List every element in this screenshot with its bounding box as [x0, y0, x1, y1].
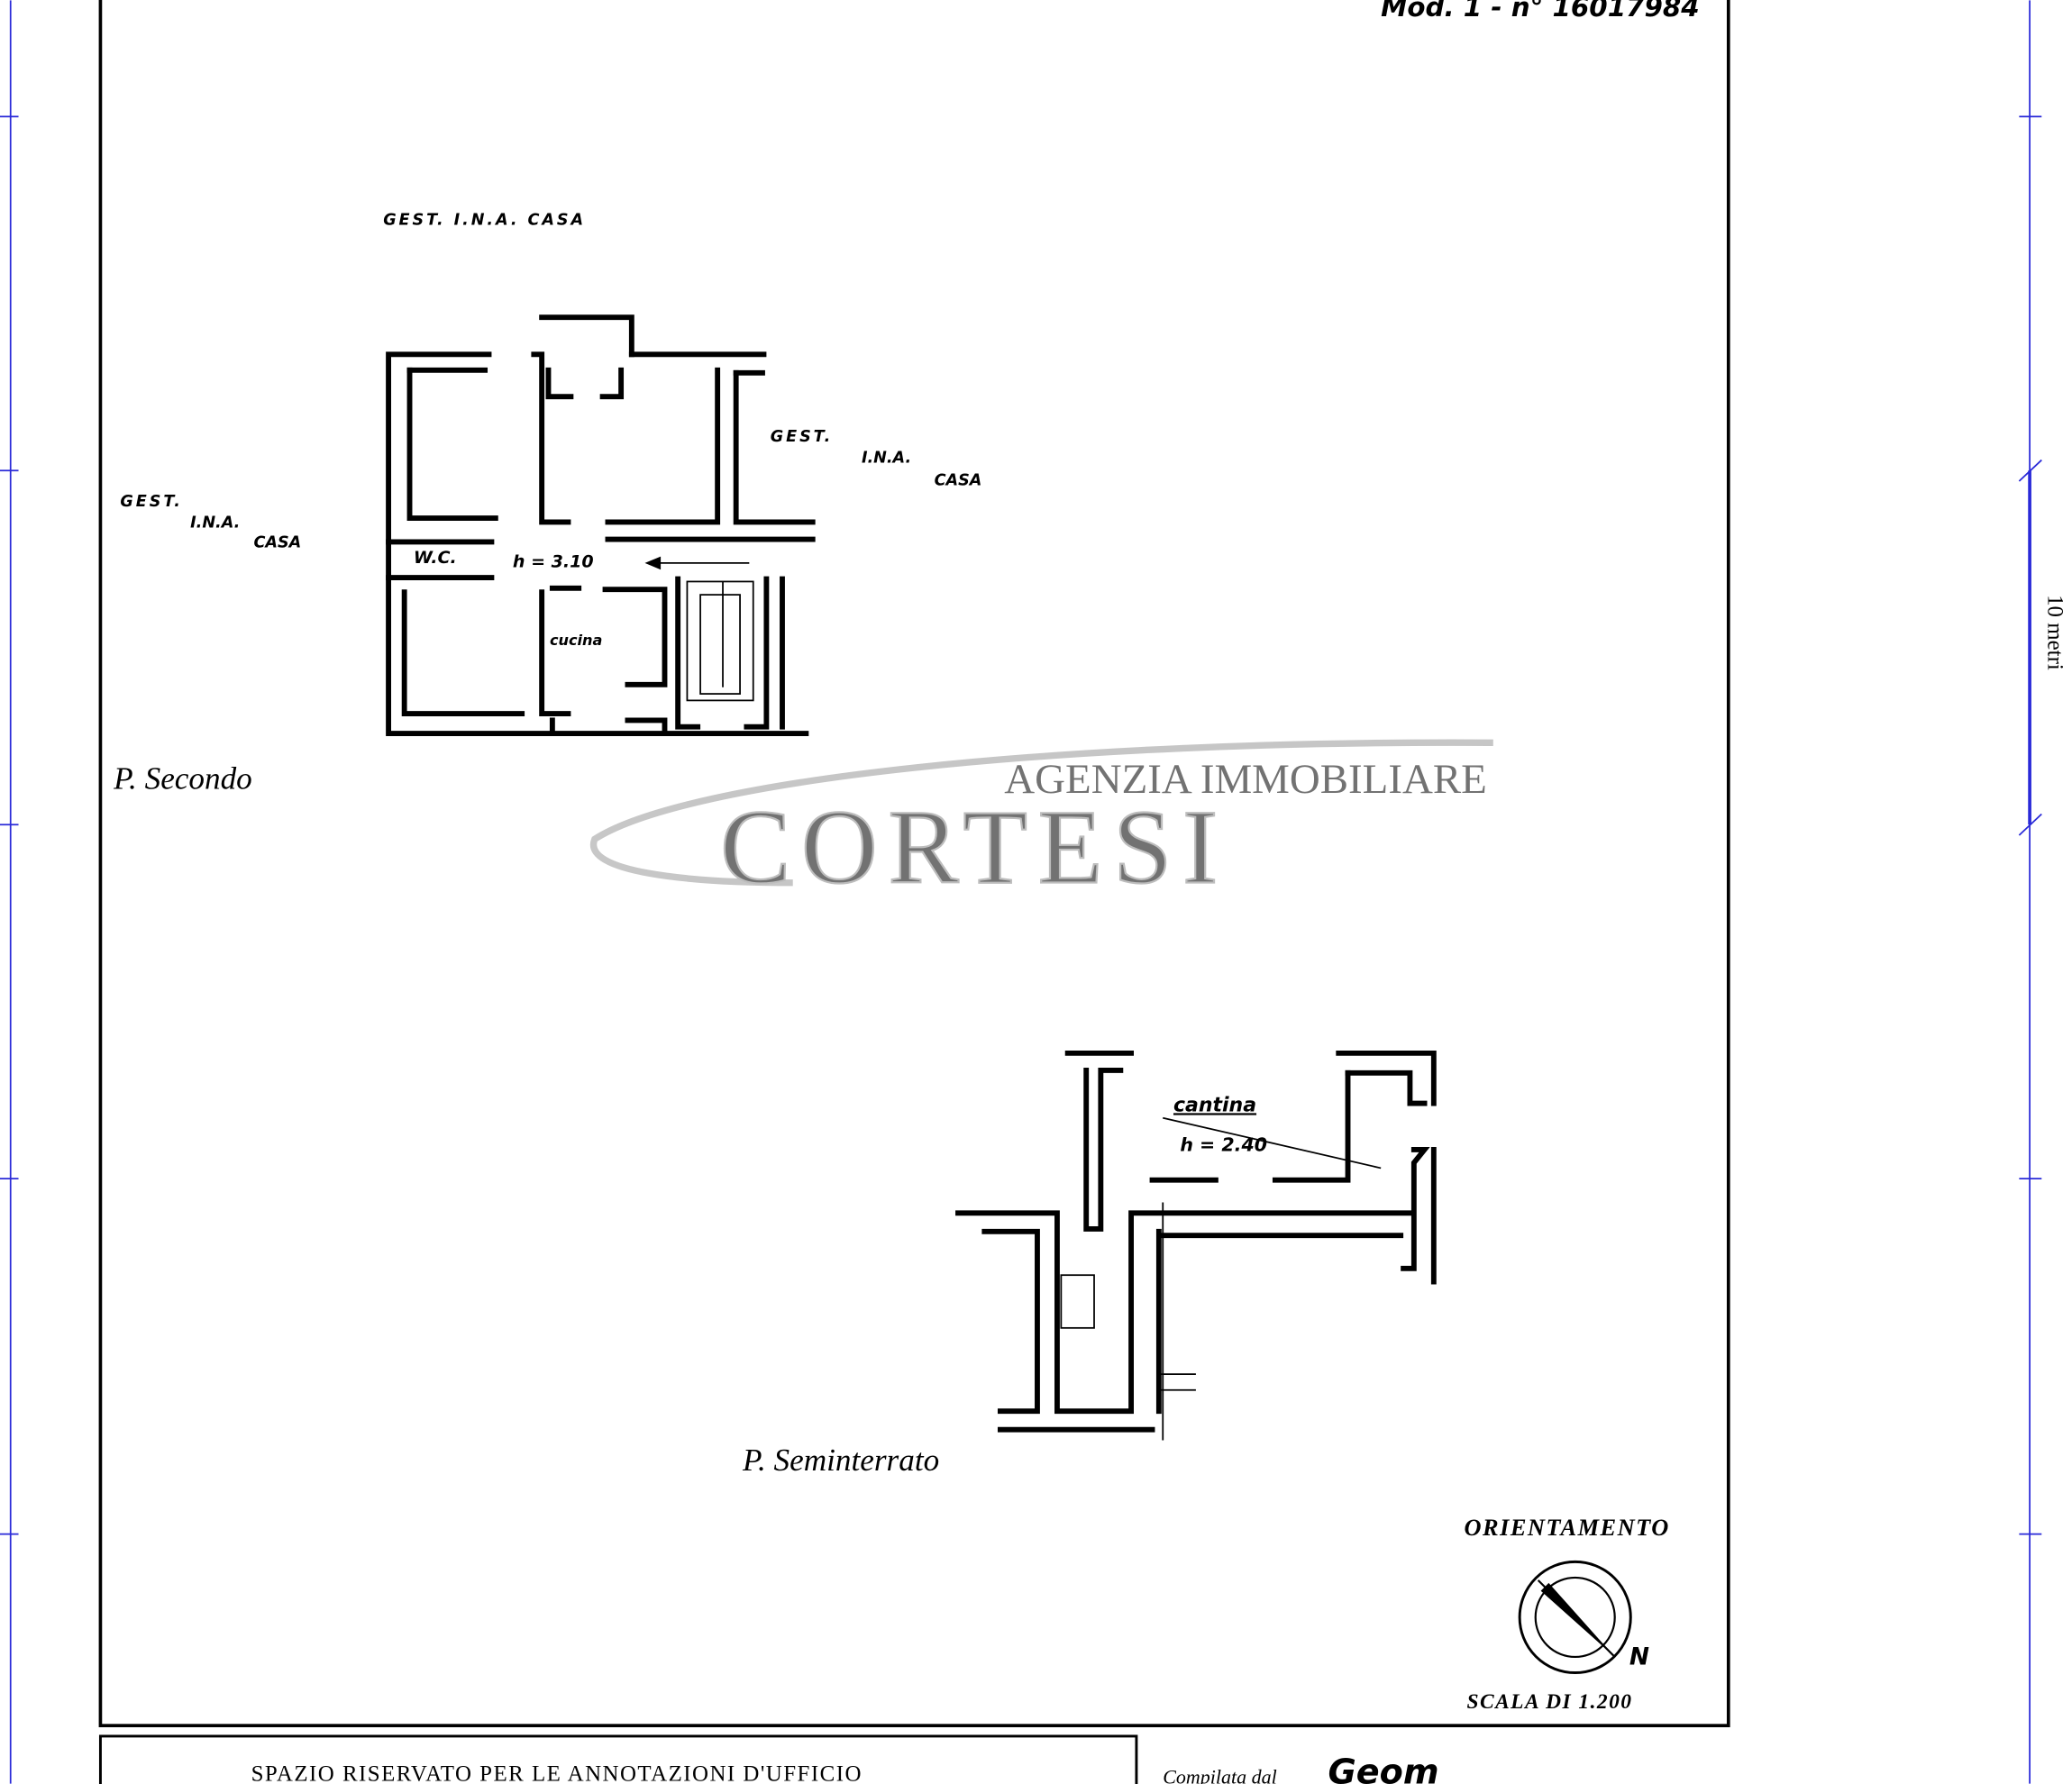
office-notes-title: SPAZIO RISERVATO PER LE ANNOTAZIONI D'UF… — [251, 1762, 863, 1784]
drawing-frame — [98, 0, 1730, 1728]
scale-label: SCALA DI 1.200 — [1466, 1690, 1632, 1714]
agency-watermark: AGENZIA IMMOBILIARE CORTESI — [589, 739, 1493, 907]
floor-title-basement: P. Seminterrato — [742, 1443, 939, 1478]
neighbor-label-left-3: CASA — [254, 533, 302, 551]
room-height-second: h = 3.10 — [513, 551, 594, 571]
watermark-line1: AGENZIA IMMOBILIARE — [1004, 756, 1486, 803]
neighbor-label-right: GEST. — [771, 428, 833, 446]
watermark-line2: CORTESI — [720, 789, 1228, 906]
neighbor-label-left-2: I.N.A. — [190, 514, 240, 532]
second-floor-plan: W.C. h = 3.10 cucina — [386, 314, 816, 736]
compiled-by-signature: Geom — [1328, 1752, 1439, 1784]
model-number: Mod. 1 - n° 16017984 — [1381, 0, 1700, 23]
floor-title-second: P. Secondo — [113, 761, 252, 796]
compiled-by-label: Compilata dal — [1163, 1766, 1276, 1784]
room-height-basement: h = 2.40 — [1180, 1133, 1267, 1155]
north-label: N — [1629, 1644, 1649, 1671]
basement-plan: cantina h = 2.40 — [955, 1050, 1437, 1441]
neighbor-label-right-3: CASA — [935, 471, 982, 489]
neighbor-label-left: GEST. — [120, 493, 182, 511]
orientation-label: ORIENTAMENTO — [1465, 1514, 1670, 1541]
scale-bar-label: 10 metri — [2043, 595, 2067, 670]
neighbor-label-top: GEST. I.N.A. CASA — [383, 212, 586, 230]
room-label-wc: W.C. — [414, 548, 457, 568]
room-label-kitchen: cucina — [550, 632, 602, 649]
left-margin-ruler — [0, 0, 19, 1784]
neighbor-label-right-2: I.N.A. — [862, 449, 911, 467]
right-scale-ruler: 10 metri — [2018, 0, 2067, 1784]
room-label-cellar: cantina — [1173, 1094, 1256, 1116]
office-notes-box — [98, 1734, 1138, 1784]
north-compass-icon — [1518, 1560, 1632, 1674]
